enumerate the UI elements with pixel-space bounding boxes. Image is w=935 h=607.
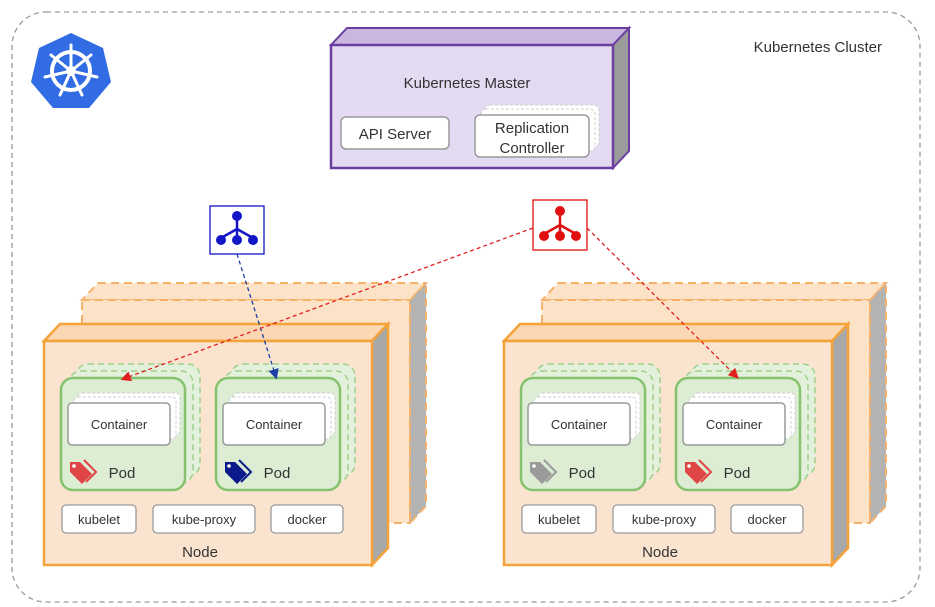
tag-icon <box>685 459 713 484</box>
master-title: Kubernetes Master <box>404 75 531 92</box>
kubelet-label: kubelet <box>78 512 120 527</box>
docker-box <box>270 504 344 534</box>
pod: Container Pod <box>214 363 356 492</box>
pod-label: Pod <box>109 465 136 482</box>
blue-service-arrow <box>236 253 279 380</box>
container-label: Container <box>551 417 608 432</box>
pod: Container Pod <box>59 363 201 492</box>
pod-label: Pod <box>724 465 751 482</box>
node-label: Node <box>642 544 678 561</box>
replication-controller: Replication Controller <box>474 104 600 158</box>
kubelet-box <box>521 504 597 534</box>
service-icon <box>532 199 588 251</box>
kube-proxy-label: kube-proxy <box>632 512 697 527</box>
node-2: Node Container Pod Container <box>501 280 889 569</box>
api-server-box <box>340 116 450 150</box>
service-icon <box>209 205 265 255</box>
docker-label: docker <box>287 512 327 527</box>
tag-icon <box>225 459 253 484</box>
cluster-label: Kubernetes Cluster <box>754 39 882 56</box>
tag-icon <box>70 459 98 484</box>
container-label: Container <box>91 417 148 432</box>
kubernetes-master: Kubernetes Master API Server Replication… <box>328 25 632 171</box>
red-service-arrow-left <box>120 227 534 382</box>
pod-label: Pod <box>569 465 596 482</box>
container-label: Container <box>246 417 303 432</box>
kube-proxy-label: kube-proxy <box>172 512 237 527</box>
helm-wheel-icon <box>31 33 111 108</box>
replication-controller-label-line1: Replication <box>495 120 569 137</box>
kube-proxy-box <box>612 504 716 534</box>
pod: Container Pod <box>674 363 816 492</box>
pod-label: Pod <box>264 465 291 482</box>
red-service-arrow-right <box>586 227 739 379</box>
container-label: Container <box>706 417 763 432</box>
tag-icon <box>530 459 558 484</box>
docker-label: docker <box>747 512 787 527</box>
node-1: Node Container Pod Container <box>41 280 429 569</box>
docker-box <box>730 504 804 534</box>
node-label: Node <box>182 544 218 561</box>
api-server-label: API Server <box>359 126 432 143</box>
pod: Container Pod <box>519 363 661 492</box>
kubelet-label: kubelet <box>538 512 580 527</box>
replication-controller-label-line2: Controller <box>499 140 564 157</box>
kube-proxy-box <box>152 504 256 534</box>
kubelet-box <box>61 504 137 534</box>
